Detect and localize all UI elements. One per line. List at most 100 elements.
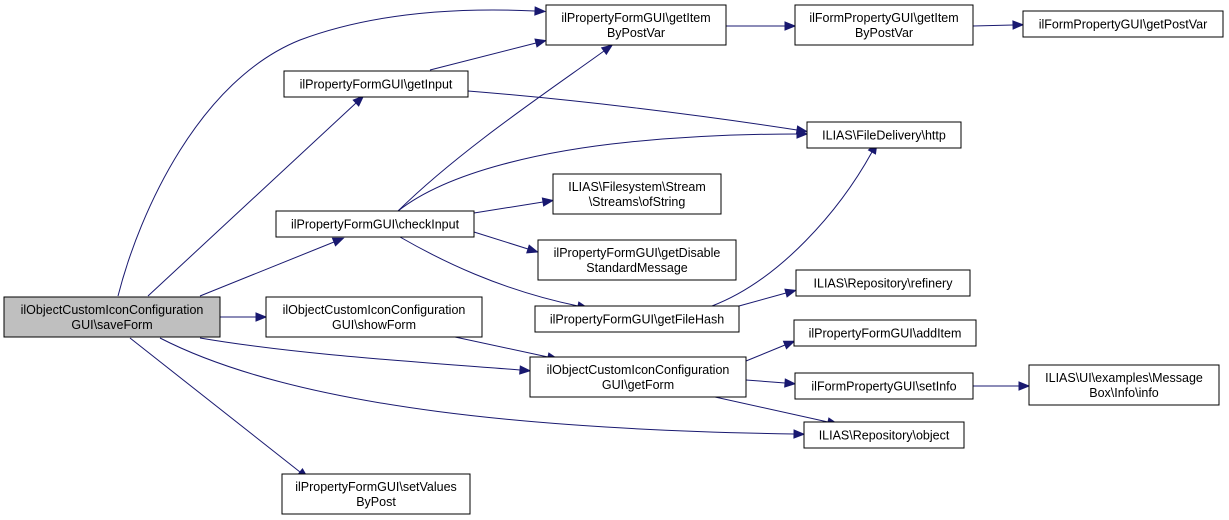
node-refinery-box (795, 269, 971, 297)
node-getDisableStandardMessage-label-line-2: StandardMessage (586, 261, 688, 275)
node-getPostVar-box (1022, 10, 1224, 38)
edge-saveForm-to-checkInput-line (199, 241, 335, 297)
edge-getFileHash-to-refinery-arrowhead (784, 288, 797, 298)
edge-getInput-to-http-line (467, 90, 798, 131)
node-getPostVar[interactable]: ilFormPropertyGUI\getPostVar (1022, 10, 1224, 38)
node-getInput-label-line-1: ilPropertyFormGUI\getInput (300, 78, 453, 92)
node-infoExample-label-line-2: Box\Info\info (1089, 386, 1159, 400)
node-addItem[interactable]: ilPropertyFormGUI\addItem (793, 319, 977, 347)
edge-saveForm-to-object (159, 337, 806, 439)
node-refinery-label-line-1: ILIAS\Repository\refinery (814, 277, 954, 291)
node-getInput[interactable]: ilPropertyFormGUI\getInput (283, 70, 469, 98)
node-setValuesByPost-label-line-2: ByPost (356, 495, 396, 509)
node-getFileHash[interactable]: ilPropertyFormGUI\getFileHash (534, 305, 740, 333)
edge-fpGetItemByPostVar-to-getPostVar-line (972, 24, 1014, 27)
edge-getFileHash-to-refinery (738, 288, 797, 307)
node-getItemByPostVar-box (545, 4, 727, 46)
node-getItemByPostVar-label-line-1: ilPropertyFormGUI\getItem (561, 11, 710, 25)
node-setInfo-box (794, 372, 974, 400)
edge-saveForm-to-showForm-arrowhead (255, 312, 268, 322)
edge-checkInput-to-getItemByPostVar (397, 44, 614, 212)
node-getForm[interactable]: ilObjectCustomIconConfigurationGUI\getFo… (529, 356, 747, 398)
edge-checkInput-to-getItemByPostVar-arrowhead (600, 44, 614, 56)
edge-checkInput-to-ofString (473, 197, 555, 214)
edge-getFileHash-to-refinery-line (738, 292, 787, 307)
node-ofString[interactable]: ILIAS\Filesystem\Stream\Streams\ofString (552, 173, 722, 215)
node-getForm-label-line-2: GUI\getForm (602, 378, 674, 392)
node-showForm[interactable]: ilObjectCustomIconConfigurationGUI\showF… (265, 296, 483, 338)
node-getPostVar-label-line-1: ilFormPropertyGUI\getPostVar (1039, 18, 1208, 32)
node-object[interactable]: ILIAS\Repository\object (803, 421, 965, 449)
edge-checkInput-to-http-line (397, 133, 798, 212)
edges-layer (117, 6, 1031, 480)
node-refinery[interactable]: ILIAS\Repository\refinery (795, 269, 971, 297)
edge-setInfo-to-infoExample (973, 381, 1031, 391)
node-http[interactable]: ILIAS\FileDelivery\http (806, 121, 962, 149)
edge-getItemByPostVar-to-fpGetItemByPostVar-arrowhead (784, 21, 797, 31)
node-getFileHash-label-line-1: ilPropertyFormGUI\getFileHash (550, 313, 724, 327)
node-saveForm-label-line-1: ilObjectCustomIconConfiguration (21, 303, 204, 317)
node-ofString-label-line-1: ILIAS\Filesystem\Stream (568, 180, 706, 194)
edge-getForm-to-addItem-arrowhead (782, 340, 796, 350)
node-getDisableStandardMessage-label-line-1: ilPropertyFormGUI\getDisable (554, 246, 721, 260)
node-object-box (803, 421, 965, 449)
node-http-label-line-1: ILIAS\FileDelivery\http (822, 129, 946, 143)
edge-saveForm-to-getForm (199, 337, 532, 375)
node-showForm-label-line-1: ilObjectCustomIconConfiguration (283, 303, 466, 317)
node-addItem-box (793, 319, 977, 347)
node-checkInput[interactable]: ilPropertyFormGUI\checkInput (275, 210, 475, 238)
node-checkInput-label-line-1: ilPropertyFormGUI\checkInput (291, 218, 460, 232)
edge-checkInput-to-getFileHash-line (399, 236, 579, 307)
node-getItemByPostVar-label-line-2: ByPostVar (607, 26, 665, 40)
edge-saveForm-to-getInput-arrowhead (352, 95, 365, 107)
edge-saveForm-to-getForm-arrowhead (519, 365, 532, 375)
node-saveForm-label-line-2: GUI\saveForm (71, 318, 152, 332)
edge-getInput-to-getItemByPostVar-arrowhead (534, 38, 547, 48)
node-fpGetItemByPostVar-box (794, 4, 974, 46)
node-getDisableStandardMessage-box (537, 239, 737, 281)
edge-saveForm-to-checkInput (199, 237, 345, 297)
edge-checkInput-to-getDisableStandardMessage-line (473, 231, 529, 250)
node-http-box (806, 121, 962, 149)
edge-saveForm-to-getInput-line (147, 102, 357, 297)
node-addItem-label-line-1: ilPropertyFormGUI\addItem (809, 327, 962, 341)
node-infoExample-box (1028, 364, 1220, 406)
edge-checkInput-to-http-arrowhead (796, 129, 809, 139)
edge-saveForm-to-getItemByPostVar-line (117, 9, 536, 297)
edge-checkInput-to-ofString-line (473, 201, 544, 214)
node-getForm-label-line-1: ilObjectCustomIconConfiguration (547, 363, 730, 377)
node-getForm-box (529, 356, 747, 398)
node-getFileHash-box (534, 305, 740, 333)
edge-showForm-to-getForm-line (454, 336, 549, 358)
edge-getForm-to-setInfo-line (745, 379, 786, 384)
edge-saveForm-to-getItemByPostVar (117, 6, 547, 297)
edge-getInput-to-getItemByPostVar-line (429, 42, 537, 71)
nodes-layer: ilObjectCustomIconConfigurationGUI\saveF… (3, 4, 1224, 515)
edge-saveForm-to-getInput (147, 95, 365, 297)
node-ofString-box (552, 173, 722, 215)
node-fpGetItemByPostVar-label-line-1: ilFormPropertyGUI\getItem (809, 11, 958, 25)
node-setInfo[interactable]: ilFormPropertyGUI\setInfo (794, 372, 974, 400)
node-setInfo-label-line-1: ilFormPropertyGUI\setInfo (811, 380, 956, 394)
node-checkInput-box (275, 210, 475, 238)
edge-saveForm-to-setValuesByPost-line (129, 337, 301, 473)
node-setValuesByPost-box (281, 473, 471, 515)
edge-setInfo-to-infoExample-arrowhead (1018, 381, 1031, 391)
node-infoExample-label-line-1: ILIAS\UI\examples\Message (1045, 371, 1203, 385)
edge-getForm-to-setInfo-arrowhead (784, 378, 797, 388)
edge-checkInput-to-getItemByPostVar-line (397, 50, 605, 212)
node-getDisableStandardMessage[interactable]: ilPropertyFormGUI\getDisableStandardMess… (537, 239, 737, 281)
edge-fpGetItemByPostVar-to-getPostVar (972, 20, 1025, 30)
node-showForm-label-line-2: GUI\showForm (332, 318, 416, 332)
edge-fpGetItemByPostVar-to-getPostVar-arrowhead (1012, 20, 1025, 30)
node-object-label-line-1: ILIAS\Repository\object (819, 429, 950, 443)
edge-getForm-to-addItem (745, 340, 796, 362)
edge-saveForm-to-getItemByPostVar-arrowhead (534, 6, 547, 16)
node-saveForm[interactable]: ilObjectCustomIconConfigurationGUI\saveF… (3, 296, 221, 338)
node-getInput-box (283, 70, 469, 98)
edge-checkInput-to-ofString-arrowhead (541, 197, 555, 207)
